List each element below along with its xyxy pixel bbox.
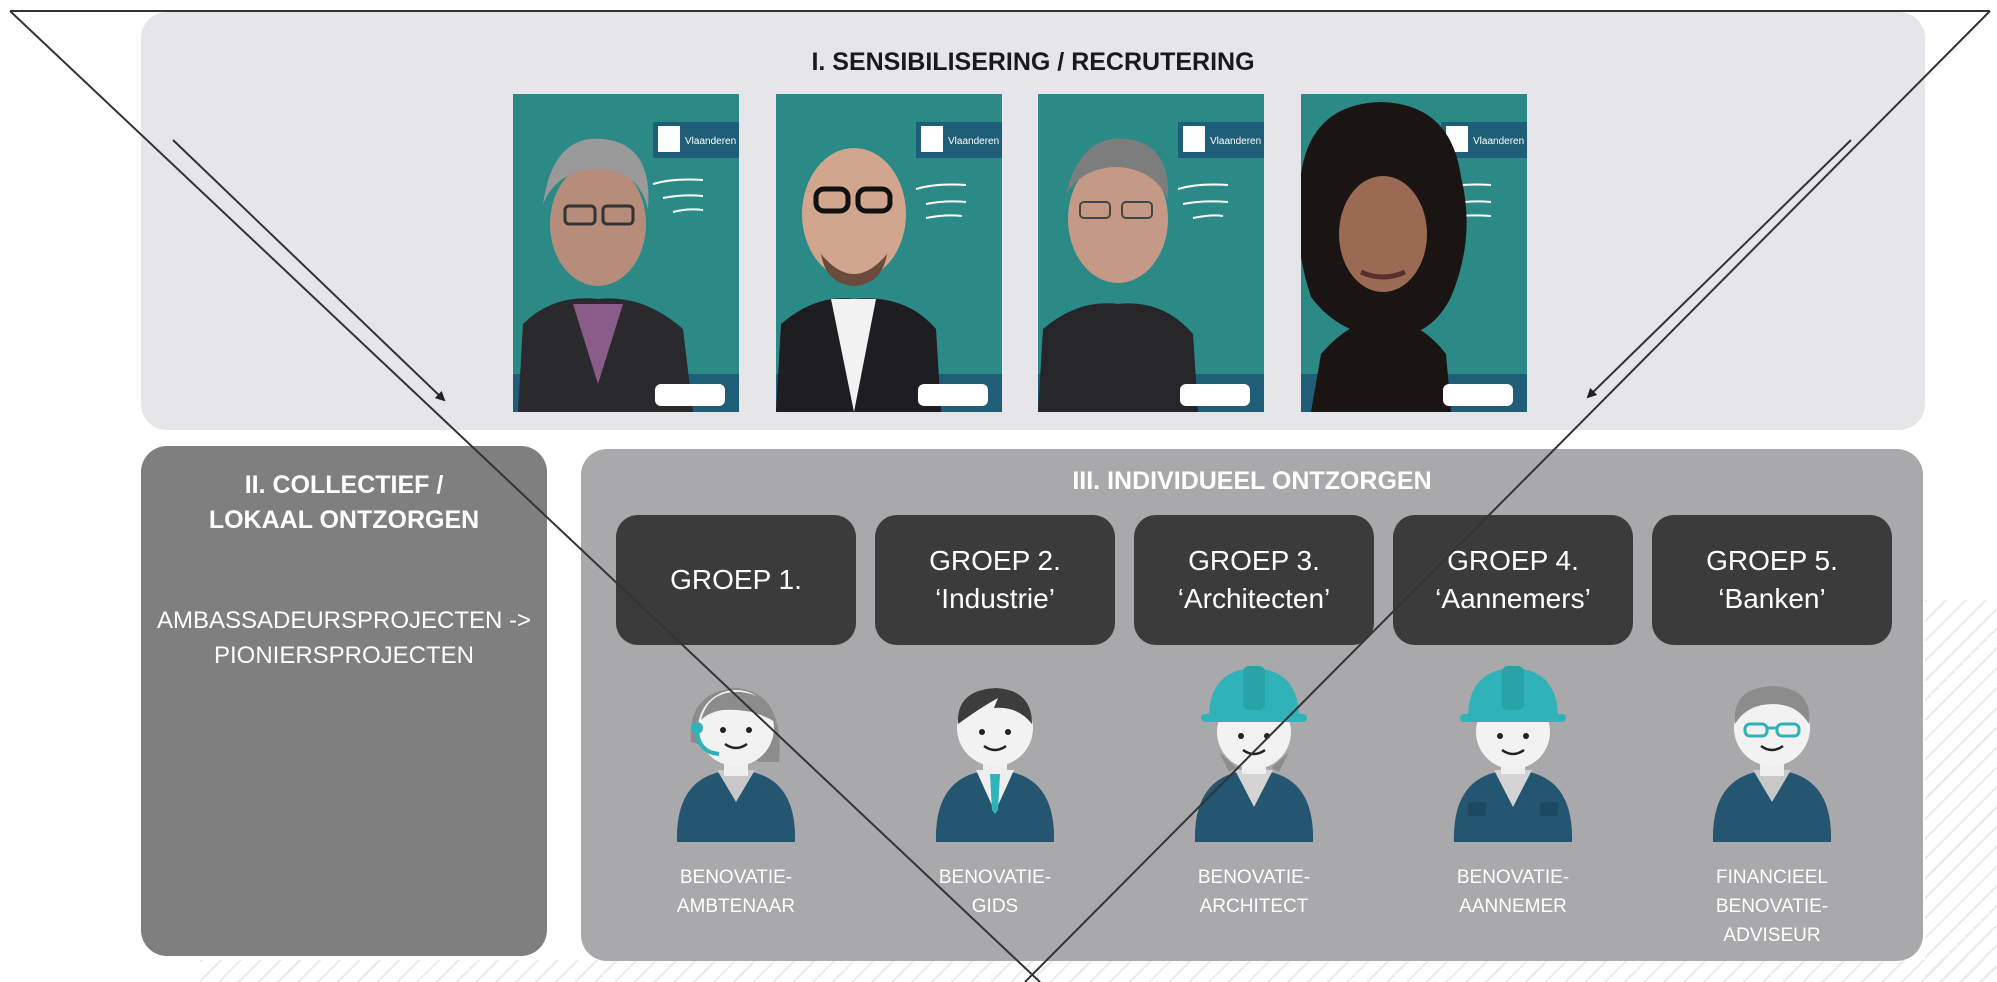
flanders-logo-icon (921, 126, 943, 152)
group-box-5: GROEP 5. ‘Banken’ (1652, 515, 1892, 645)
businessman-tie-icon (920, 662, 1070, 842)
campaign-poster-3: Vlaanderen (1038, 94, 1264, 412)
group-box-4: GROEP 4. ‘Aannemers’ (1393, 515, 1633, 645)
group-label: GROEP 5. (1706, 545, 1838, 576)
headset-official-icon (661, 662, 811, 842)
campaign-poster-1: Vlaanderen (513, 94, 739, 412)
hatch-pattern-bottom (200, 960, 1997, 982)
role-line: BENOVATIE- (1197, 867, 1311, 888)
flanders-logo-icon (658, 126, 680, 152)
flanders-logo-icon (1183, 126, 1205, 152)
role-line: AMBTENAAR (676, 896, 796, 917)
role-label-4: BENOVATIE- AANNEMER (1413, 863, 1613, 921)
role-label-1: BENOVATIE- AMBTENAAR (636, 863, 836, 921)
group-label: GROEP 3. (1188, 545, 1320, 576)
group-sublabel: ‘Industrie’ (935, 583, 1055, 614)
sensibilisering-title: I. SENSIBILISERING / RECRUTERING (811, 48, 1255, 76)
role-line: ADVISEUR (1723, 925, 1821, 946)
hatch-pattern-right (1925, 600, 1997, 982)
role-label-2: BENOVATIE- GIDS (895, 863, 1095, 921)
role-line: BENOVATIE- (679, 867, 793, 888)
group-label: GROEP 1. (670, 564, 802, 595)
campaign-poster-4: Vlaanderen (1301, 94, 1527, 412)
collectief-title-line1: II. COLLECTIEF / (244, 471, 444, 499)
role-line: FINANCIEEL (1716, 867, 1828, 888)
group-sublabel: ‘Banken’ (1718, 583, 1826, 614)
role-line: AANNEMER (1459, 896, 1567, 917)
glasses-advisor-icon (1697, 662, 1847, 842)
svg-text:Vlaanderen: Vlaanderen (685, 136, 736, 147)
collectief-text: AMBASSADEURSPROJECTEN -> PIONIERSPROJECT… (141, 603, 547, 673)
collectief-text-line1: AMBASSADEURSPROJECTEN -> (156, 607, 532, 634)
role-line: BENOVATIE- (1715, 896, 1829, 917)
hardhat-contractor-icon (1438, 662, 1588, 842)
campaign-poster-2: Vlaanderen (776, 94, 1002, 412)
group-box-1: GROEP 1. (616, 515, 856, 645)
role-line: BENOVATIE- (1456, 867, 1570, 888)
role-line: GIDS (971, 896, 1019, 917)
collectief-text-line2: PIONIERSPROJECTEN (213, 642, 475, 669)
group-box-3: GROEP 3. ‘Architecten’ (1134, 515, 1374, 645)
svg-text:Vlaanderen: Vlaanderen (948, 136, 999, 147)
collectief-panel: II. COLLECTIEF / LOKAAL ONTZORGEN AMBASS… (141, 446, 547, 956)
hardhat-architect-icon (1179, 662, 1329, 842)
role-label-3: BENOVATIE- ARCHITECT (1154, 863, 1354, 921)
individueel-panel: III. INDIVIDUEEL ONTZORGEN GROEP 1. GROE… (581, 449, 1923, 961)
group-sublabel: ‘Architecten’ (1177, 583, 1331, 614)
group-label: GROEP 4. (1447, 545, 1579, 576)
svg-text:Vlaanderen: Vlaanderen (1473, 136, 1524, 147)
group-sublabel: ‘Aannemers’ (1435, 583, 1591, 614)
group-box-2: GROEP 2. ‘Industrie’ (875, 515, 1115, 645)
collectief-title-line2: LOKAAL ONTZORGEN (208, 506, 480, 534)
svg-text:Vlaanderen: Vlaanderen (1210, 136, 1261, 147)
individueel-title: III. INDIVIDUEEL ONTZORGEN (1072, 467, 1432, 495)
group-label: GROEP 2. (929, 545, 1061, 576)
collectief-title: II. COLLECTIEF / LOKAAL ONTZORGEN (141, 468, 547, 538)
role-line: ARCHITECT (1199, 896, 1309, 917)
role-label-5: FINANCIEEL BENOVATIE- ADVISEUR (1672, 863, 1872, 950)
sensibilisering-panel: I. SENSIBILISERING / RECRUTERING Vlaande… (141, 12, 1925, 430)
role-line: BENOVATIE- (938, 867, 1052, 888)
